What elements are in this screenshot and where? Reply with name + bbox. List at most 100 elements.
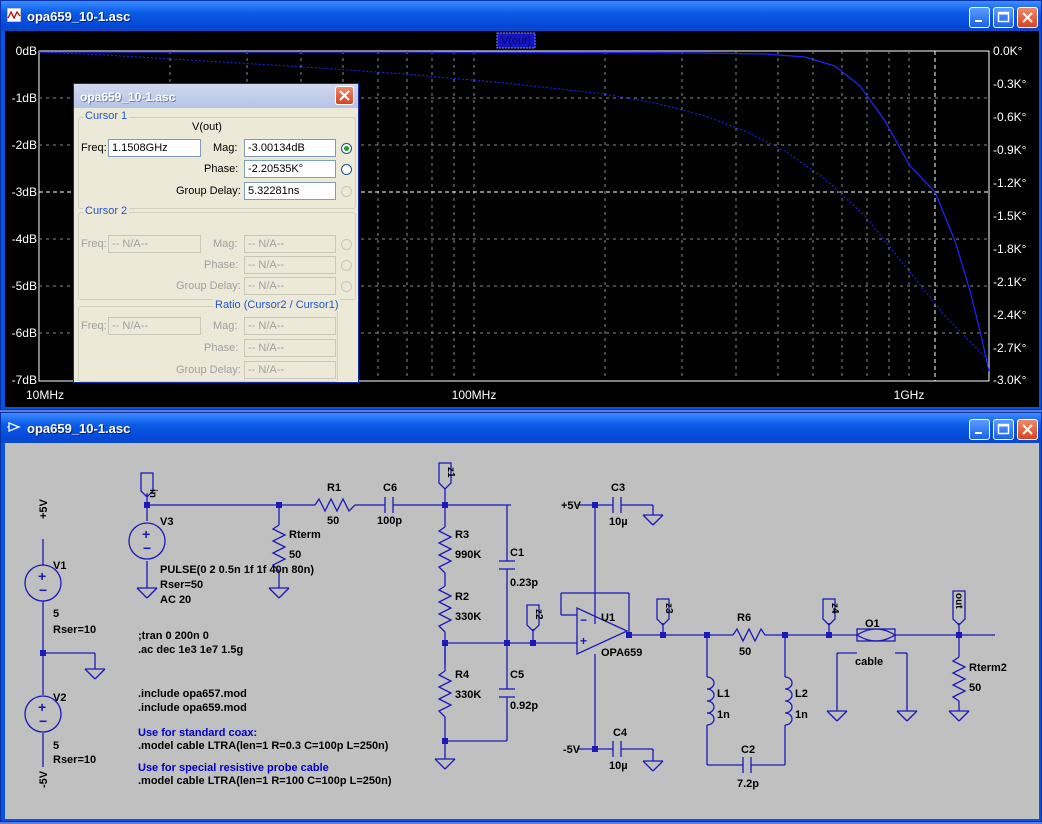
maximize-button[interactable] bbox=[993, 7, 1014, 28]
c4-label: C4 bbox=[613, 727, 628, 739]
cursor2-phase-radio[interactable] bbox=[341, 260, 352, 271]
out-flag-label: out bbox=[953, 593, 964, 609]
plot-window: opa659_10-1.asc bbox=[0, 0, 1042, 410]
v1-label: V1 bbox=[53, 560, 66, 572]
cursor2-freq-label: Freq: bbox=[81, 238, 107, 250]
rterm2-value: 50 bbox=[969, 682, 981, 694]
r1-label: R1 bbox=[327, 482, 341, 494]
trace-label: V(out) bbox=[501, 35, 531, 47]
left-axis-ticks: 0dB -1dB -2dB -3dB -4dB -5dB -6dB -7dB bbox=[12, 44, 37, 387]
cursor1-mag-field[interactable]: -3.00134dB bbox=[244, 139, 336, 157]
cursor1-trace-name: V(out) bbox=[192, 121, 222, 133]
model-directive: .model cable LTRA(len=1 R=0.3 C=100p L=2… bbox=[138, 740, 389, 752]
close-icon bbox=[1022, 424, 1033, 435]
y-left-tick: -7dB bbox=[12, 373, 37, 387]
y-right-tick: -2.7K° bbox=[993, 341, 1027, 355]
component-labels: +5V V1 5 Rser=10 V2 5 Rser=10 -5V V3 in … bbox=[38, 467, 1007, 790]
y-left-tick: -5dB bbox=[12, 279, 37, 293]
svg-text:−: − bbox=[143, 540, 151, 556]
schematic-canvas[interactable]: +− +− +− −+ +5V V1 5 Rser=10 V2 5 Rser=1… bbox=[5, 443, 1039, 819]
cursor-dialog-titlebar[interactable]: opa659_10-1.asc bbox=[74, 84, 358, 108]
y-right-tick: 0.0K° bbox=[993, 44, 1023, 58]
r6-value: 50 bbox=[739, 646, 751, 658]
cursor2-mag-field[interactable]: -- N/A-- bbox=[244, 235, 336, 253]
cursor-dialog-title: opa659_10-1.asc bbox=[80, 90, 176, 104]
y-right-tick: -1.5K° bbox=[993, 209, 1027, 223]
y-left-tick: -4dB bbox=[12, 232, 37, 246]
minimize-icon bbox=[975, 432, 982, 434]
maximize-icon bbox=[997, 11, 1010, 23]
u1-label: U1 bbox=[601, 612, 615, 624]
ratio-group-delay-field[interactable]: -- N/A-- bbox=[244, 361, 336, 379]
cursor1-mag-radio[interactable] bbox=[341, 143, 352, 154]
cursor2-mag-radio[interactable] bbox=[341, 239, 352, 250]
ratio-group bbox=[78, 306, 338, 382]
cursor2-freq-field[interactable]: -- N/A-- bbox=[108, 235, 201, 253]
c3-label: C3 bbox=[611, 482, 625, 494]
c6-label: C6 bbox=[383, 482, 397, 494]
ratio-mag-label: Mag: bbox=[213, 320, 238, 332]
ratio-mag-field[interactable]: -- N/A-- bbox=[244, 317, 336, 335]
c2-value: 7.2p bbox=[737, 778, 759, 790]
cursor1-group-label: Cursor 1 bbox=[83, 110, 130, 122]
cursor2-group-delay-radio[interactable] bbox=[341, 281, 352, 292]
cursor1-phase-radio[interactable] bbox=[341, 164, 352, 175]
plus5v-label: +5V bbox=[38, 498, 50, 519]
minimize-button[interactable] bbox=[969, 419, 990, 440]
rterm-label: Rterm bbox=[289, 529, 321, 541]
model-directive: .model cable LTRA(len=1 R=100 C=100p L=2… bbox=[138, 775, 392, 787]
x-tick: 10MHz bbox=[26, 388, 64, 402]
waveform-app-icon bbox=[7, 8, 21, 22]
c2-label: C2 bbox=[741, 744, 755, 756]
comment-standard-coax: Use for standard coax: bbox=[138, 727, 257, 739]
y-left-tick: -6dB bbox=[12, 326, 37, 340]
ac-directive: .ac dec 1e3 1e7 1.5g bbox=[138, 644, 243, 656]
x-tick: 100MHz bbox=[452, 388, 497, 402]
y-right-tick: -1.8K° bbox=[993, 242, 1027, 256]
c6-value: 100p bbox=[377, 515, 402, 527]
svg-text:−: − bbox=[39, 582, 47, 598]
phase-trace bbox=[38, 51, 990, 362]
op-plus5v-label: +5V bbox=[561, 500, 582, 512]
c1-label: C1 bbox=[510, 547, 524, 559]
schematic-window-title: opa659_10-1.asc bbox=[27, 421, 131, 436]
ratio-freq-field[interactable]: -- N/A-- bbox=[108, 317, 201, 335]
cursor-dialog-close-button[interactable] bbox=[335, 86, 354, 105]
tran-directive: ;tran 0 200n 0 bbox=[138, 630, 209, 642]
ratio-phase-field[interactable]: -- N/A-- bbox=[244, 339, 336, 357]
plot-window-titlebar[interactable]: opa659_10-1.asc bbox=[1, 1, 1041, 31]
u1-value: OPA659 bbox=[601, 647, 642, 659]
maximize-button[interactable] bbox=[993, 419, 1014, 440]
minimize-button[interactable] bbox=[969, 7, 990, 28]
cursor1-phase-field[interactable]: -2.20535K° bbox=[244, 160, 336, 178]
close-button[interactable] bbox=[1017, 7, 1038, 28]
v3-pulse: PULSE(0 2 0.5n 1f 1f 40n 80n) bbox=[160, 564, 314, 576]
cursor2-group-delay-field[interactable]: -- N/A-- bbox=[244, 277, 336, 295]
cursor1-freq-field[interactable]: 1.1508GHz bbox=[108, 139, 201, 157]
schematic-app-icon bbox=[7, 422, 21, 432]
y-right-tick: -0.3K° bbox=[993, 77, 1027, 91]
v2-rser: Rser=10 bbox=[53, 754, 96, 766]
magnitude-trace bbox=[39, 51, 990, 372]
schematic-window-titlebar[interactable]: opa659_10-1.asc bbox=[1, 413, 1041, 443]
schematic-window: opa659_10-1.asc bbox=[0, 412, 1042, 822]
cursor1-group bbox=[78, 117, 356, 209]
svg-text:+: + bbox=[580, 634, 587, 648]
close-icon bbox=[1022, 12, 1033, 23]
r2-value: 330K bbox=[455, 611, 481, 623]
cursor2-phase-field[interactable]: -- N/A-- bbox=[244, 256, 336, 274]
cursor1-group-delay-field[interactable]: 5.32281ns bbox=[244, 182, 336, 200]
spice-directives: ;tran 0 200n 0 .ac dec 1e3 1e7 1.5g .inc… bbox=[138, 630, 392, 787]
plot-window-title: opa659_10-1.asc bbox=[27, 9, 131, 24]
right-axis-ticks: 0.0K° -0.3K° -0.6K° -0.9K° -1.2K° -1.5K°… bbox=[993, 44, 1027, 387]
cursor2-mag-label: Mag: bbox=[213, 238, 238, 250]
trace-label-box[interactable] bbox=[496, 32, 536, 49]
cursor1-group-delay-label: Group Delay: bbox=[176, 185, 241, 197]
include-directive: .include opa657.mod bbox=[138, 688, 247, 700]
cursor1-group-delay-radio[interactable] bbox=[341, 186, 352, 197]
close-button[interactable] bbox=[1017, 419, 1038, 440]
cursor2-group-label: Cursor 2 bbox=[83, 205, 130, 217]
ratio-phase-label: Phase: bbox=[204, 342, 239, 354]
source-polarity: +− +− +− −+ bbox=[38, 526, 587, 729]
bode-plot: V(out) 0dB -1dB -2dB -3dB -4dB -5dB -6dB… bbox=[12, 32, 1027, 402]
